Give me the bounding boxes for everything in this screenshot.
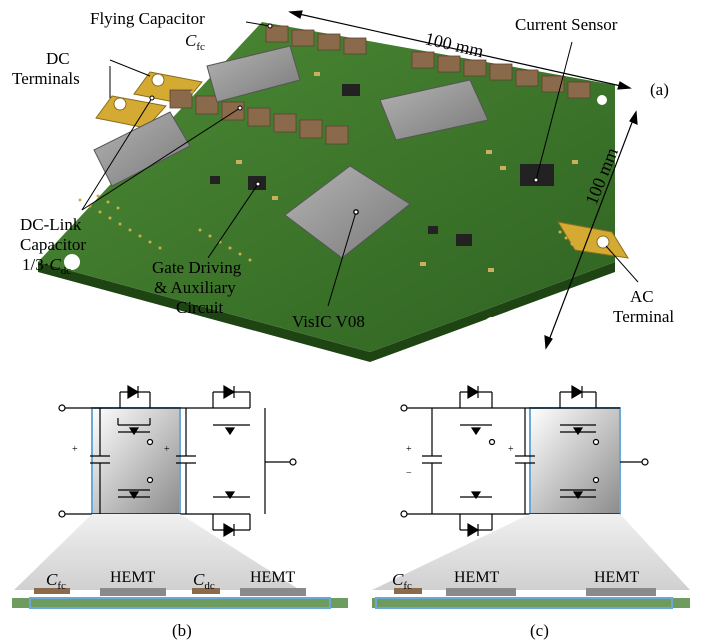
panel-a-label: (a) — [650, 80, 669, 99]
cross-section-c — [372, 588, 690, 609]
ac-terminal-tab — [556, 221, 629, 259]
ac-terminal-label-1: AC — [630, 287, 654, 306]
cfc-label-b: Cfc — [46, 570, 66, 592]
schematic-b — [14, 384, 300, 590]
flying-capacitor-symbol: Cfc — [185, 31, 205, 53]
dc-terminals-label-2: Terminals — [12, 69, 80, 88]
gate-driving-label-1: Gate Driving — [152, 258, 242, 277]
cdc-label-b: Cdc — [193, 570, 215, 592]
dclink-label-2: Capacitor — [20, 235, 86, 254]
cfc-label-c: Cfc — [392, 570, 412, 592]
gate-driving-label-3: Circuit — [176, 298, 223, 317]
hemt-label-c2: HEMT — [594, 569, 640, 586]
panel-c-label: (c) — [530, 621, 549, 640]
dclink-label-3: 1/3·Cdc — [22, 255, 71, 277]
dclink-label-1: DC-Link — [20, 215, 82, 234]
schematic-c — [372, 384, 690, 590]
ac-terminal-label-2: Terminal — [613, 307, 674, 326]
pcb-board-rendering — [38, 10, 639, 362]
plus-c1: + — [406, 444, 412, 455]
visic-label: VisIC V08 — [292, 312, 365, 331]
dc-terminals-label-1: DC — [46, 49, 70, 68]
current-sensor-label: Current Sensor — [515, 15, 618, 34]
hemt-label-c1: HEMT — [454, 569, 500, 586]
highlight-block-c — [529, 407, 621, 515]
minus-c1: − — [406, 468, 412, 479]
hemt-module-2 — [93, 111, 191, 187]
visic-module — [284, 165, 411, 259]
hemt-label-b1: HEMT — [110, 569, 156, 586]
flying-capacitor-label: Flying Capacitor — [90, 9, 205, 28]
cross-section-b — [12, 588, 348, 609]
hemt-label-b2: HEMT — [250, 569, 296, 586]
plus-b2: + — [164, 444, 170, 455]
dimension-arrow-right — [544, 110, 638, 350]
panel-b-label: (b) — [172, 621, 192, 640]
gate-driving-label-2: & Auxiliary — [154, 278, 236, 297]
smd-components — [236, 72, 578, 272]
leader-lines — [81, 21, 639, 307]
hemt-module-1 — [206, 45, 301, 103]
dc-link-capacitor-row — [169, 89, 349, 145]
dimension-arrow-top — [288, 10, 632, 90]
hemt-module-3 — [379, 79, 489, 141]
flying-capacitor-row — [265, 25, 591, 99]
highlight-block-b — [91, 407, 181, 515]
plus-b1: + — [72, 444, 78, 455]
plus-c2: + — [508, 444, 514, 455]
